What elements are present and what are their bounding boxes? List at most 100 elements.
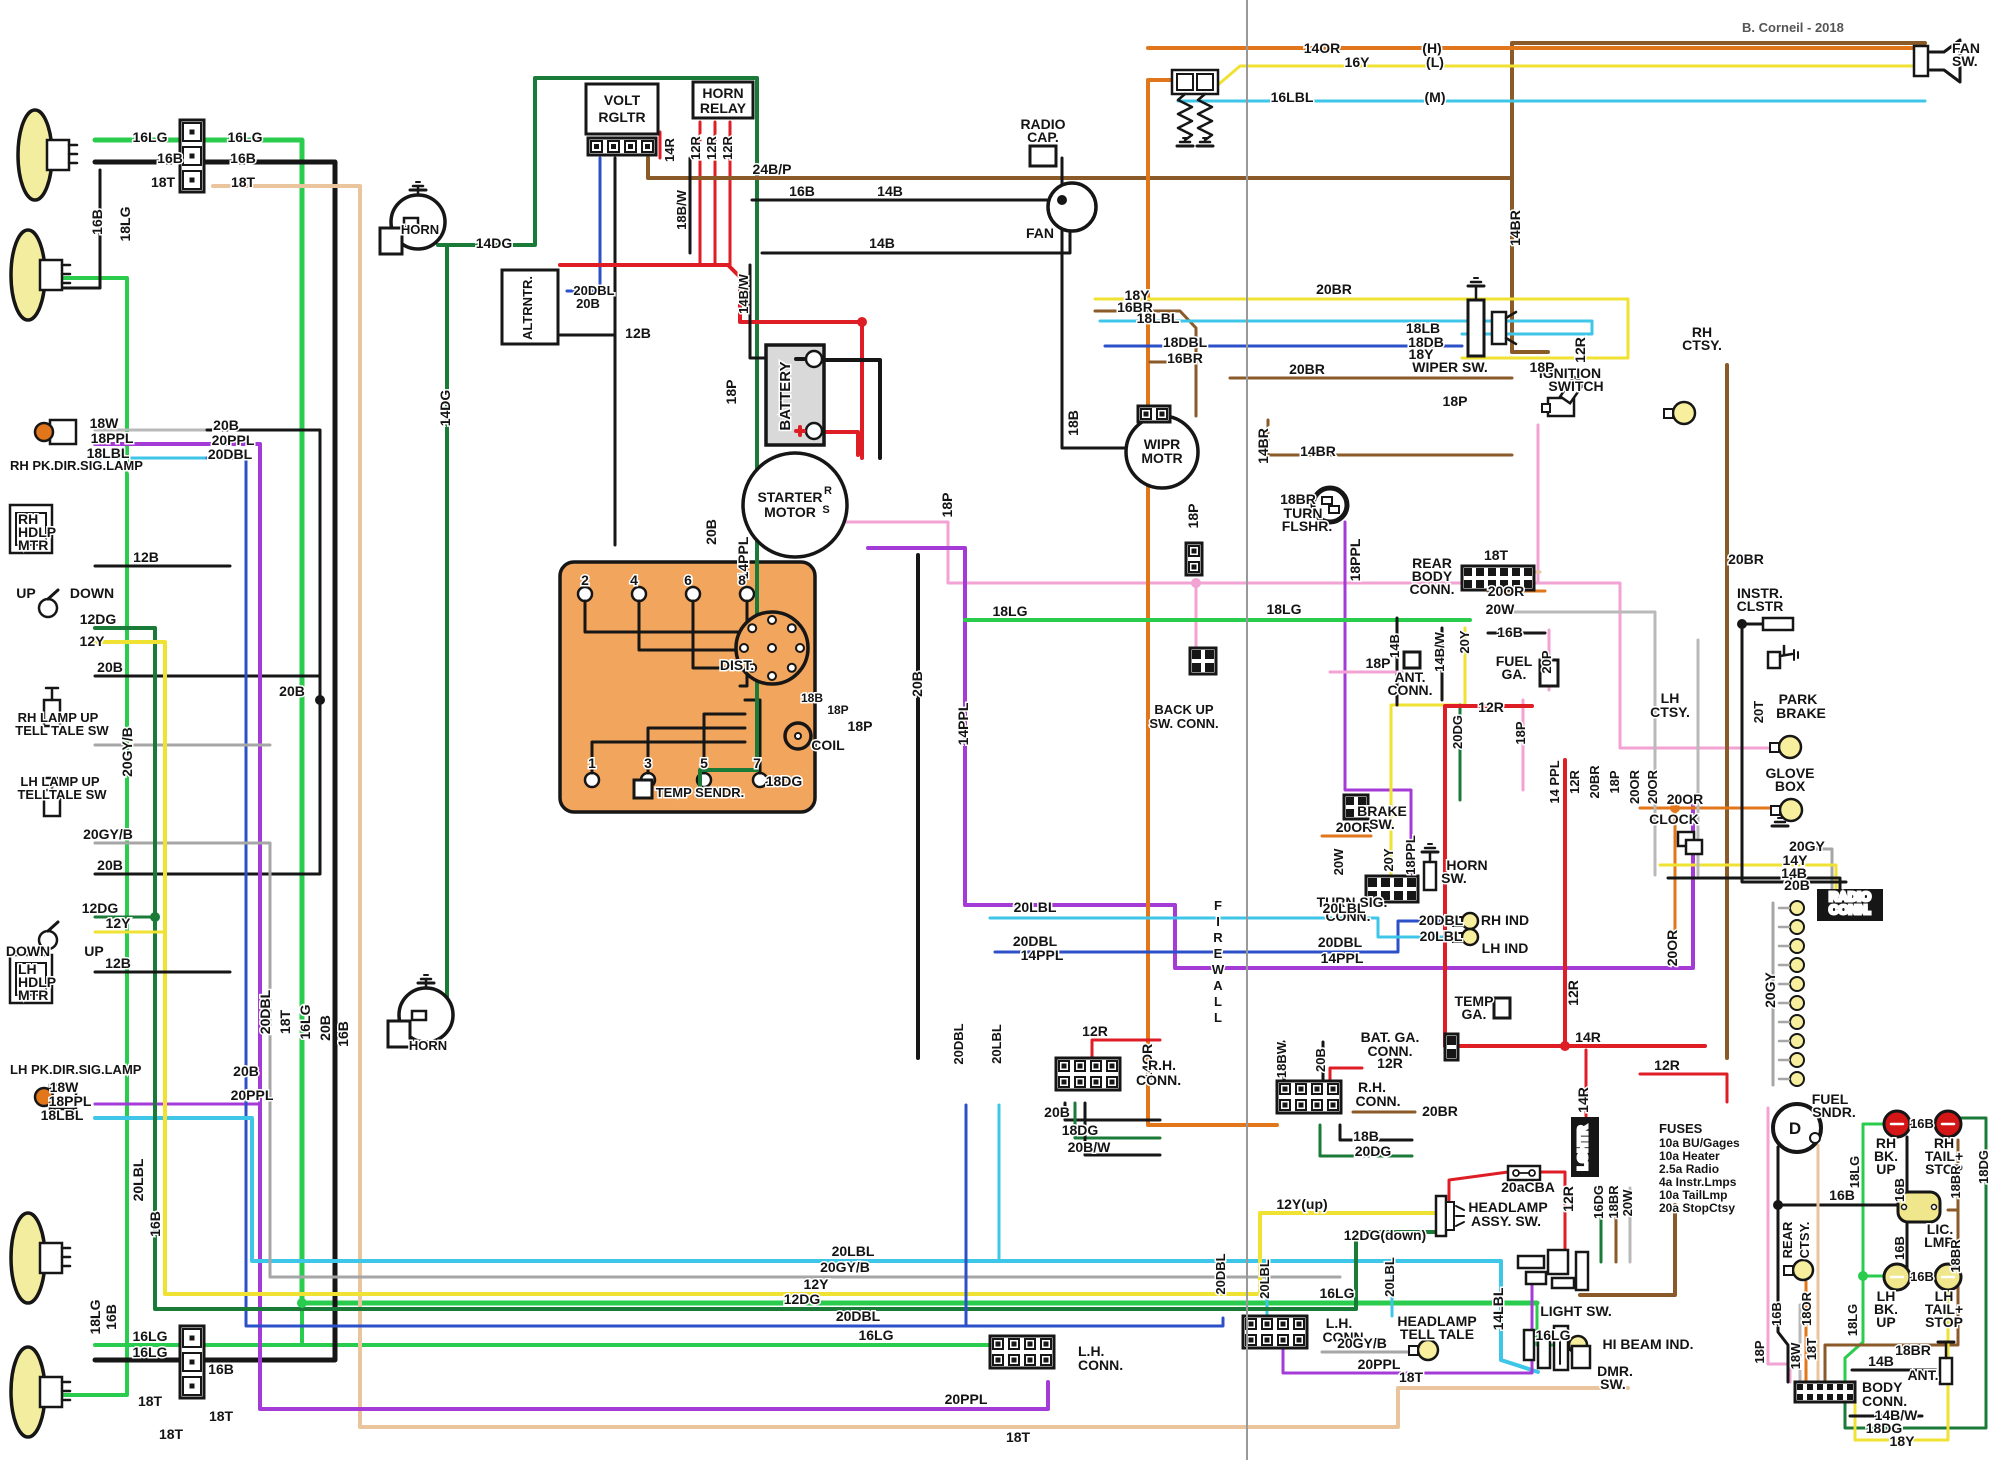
wire-lg: [1861, 1122, 1892, 1278]
wire-label: 18LG: [87, 1299, 103, 1334]
wire-label: 20B: [576, 296, 600, 311]
wire-label: 18Y: [1409, 346, 1435, 362]
wire-label: LIGHT SW.: [1540, 1303, 1612, 1319]
wire-label: 16B: [103, 1304, 119, 1330]
wire-label: 14DG: [437, 390, 453, 427]
wire-p: [843, 423, 1540, 585]
wire-br: [1266, 418, 1514, 457]
wire-label: ALTRNTR.: [520, 276, 535, 340]
wire-label: 20W: [1486, 601, 1516, 617]
wire-label: 20PPL: [1358, 1356, 1401, 1372]
wire-label: 20B/W: [1068, 1139, 1112, 1155]
wire-label: 18T: [159, 1426, 184, 1442]
wire-label: 14PPL: [955, 702, 971, 745]
wire-b: [92, 159, 338, 1363]
wire-label: 10a Heater: [1659, 1149, 1720, 1163]
wire-label: 12Y(up): [1276, 1196, 1327, 1212]
wire-label: 20LBL: [989, 1024, 1004, 1064]
wire-label: CONN.: [1862, 1393, 1907, 1409]
wire-label: 18P: [1366, 655, 1391, 671]
wire-label: LH: [1661, 690, 1680, 706]
wire-label: 20GY/B: [119, 727, 135, 777]
wire-label: COIL: [811, 737, 845, 753]
wire-label: 16B: [335, 1021, 351, 1047]
wire-label: 14B: [1868, 1353, 1894, 1369]
wire-label: 16B: [147, 1211, 163, 1237]
wire-label: 20B: [1784, 877, 1810, 893]
wire-label: 12DG: [80, 611, 117, 627]
wire-label: 18T: [231, 174, 256, 190]
wire-label: SNDR.: [1812, 1104, 1856, 1120]
wire-br: [646, 156, 1514, 180]
wire-label: 14PPL: [735, 536, 751, 579]
wire-label: 18BR: [1280, 491, 1316, 507]
wire-r: [1538, 1170, 1567, 1260]
wire-label: 12Y: [804, 1276, 830, 1292]
wire-label: 16B: [1910, 1269, 1934, 1284]
wire-label: 18BR: [1948, 1165, 1963, 1199]
wire-label: WIPER SW.: [1412, 359, 1487, 375]
wire-label: 20BR: [1728, 551, 1764, 567]
wire-label: DIST.: [720, 657, 754, 673]
wire-label: 12R: [704, 135, 719, 159]
wire-p: [1766, 1106, 1792, 1384]
wire-label: 16B: [1892, 1236, 1907, 1260]
wire-label: GA.: [1502, 666, 1527, 682]
wire-label: 20DBL: [573, 283, 614, 298]
wire-label: 20P: [1539, 650, 1554, 673]
wire-label: 16B: [1892, 1178, 1907, 1202]
wire-label: 16LG: [858, 1327, 893, 1343]
wire-label: 14PPL: [1321, 950, 1364, 966]
wire-label: 20B: [1313, 1048, 1328, 1072]
wire-label: RH: [18, 511, 38, 527]
wire-br: [1510, 41, 1927, 354]
wire-gy: [1788, 847, 1834, 892]
wire-label: 20BR: [1289, 361, 1325, 377]
wire-label: 18B: [801, 691, 823, 705]
wire-label: 18B/W: [674, 189, 689, 229]
wire-label: HORN: [409, 1038, 447, 1053]
wire-label: FAN: [1026, 225, 1054, 241]
wire-label: (H): [1422, 40, 1441, 56]
wire-label: 20B: [213, 417, 239, 433]
wire-label: LH: [18, 961, 37, 977]
wire-label: 16LG: [297, 1004, 313, 1039]
wire-label: 12R: [1560, 1186, 1576, 1212]
wire-label: 20W: [1331, 848, 1346, 875]
wire-label: 4a Instr.Lmps: [1659, 1175, 1737, 1189]
wire-label: 18T: [1804, 1338, 1819, 1360]
wire-label: CTSY.: [1650, 704, 1690, 720]
wire-label: FUSES: [1659, 1121, 1703, 1136]
wire-label: 14R: [1575, 1029, 1601, 1045]
wire-label: LH IND: [1482, 940, 1529, 956]
wire-label: 20DG: [1450, 715, 1465, 749]
wire-label: LH PK.DIR.SIG.LAMP: [10, 1062, 142, 1077]
wire-label: ANT.: [1394, 669, 1425, 685]
wire-y: [1210, 64, 1927, 92]
wire-label: (M): [1425, 89, 1446, 105]
wire-label: STARTER: [757, 489, 822, 505]
wire-label: CONN.: [1355, 1093, 1400, 1109]
wire-label: LIC.: [1927, 1221, 1953, 1237]
wire-label: 18PPL: [91, 430, 134, 446]
wire-label: 18LG: [1845, 1304, 1860, 1337]
wire-label: 18B: [1353, 1128, 1379, 1144]
wire-label: 18T: [277, 1009, 293, 1034]
wire-label: CONN.: [1367, 1043, 1412, 1059]
wire-label: DMR.: [1597, 1363, 1633, 1379]
wire-label: 18DBL: [1163, 334, 1208, 350]
wire-label: 20LBL: [1257, 1259, 1272, 1299]
wire-t: [211, 184, 1630, 1429]
wire-label: 18LG: [1266, 601, 1301, 617]
wire-label: 20DBL: [836, 1308, 881, 1324]
wire-label: 20PPL: [231, 1087, 274, 1103]
wire-label: 16B: [208, 1361, 234, 1377]
wire-label: 10a TailLmp: [1659, 1188, 1727, 1202]
wire-label: RGLTR: [598, 109, 645, 125]
wire-label: WIPR: [1144, 436, 1181, 452]
wire-r: [1443, 704, 1534, 1048]
wire-label: LMP.: [1924, 1234, 1956, 1250]
wire-label: BACK UP: [1154, 702, 1214, 717]
wire-gy: [93, 841, 1342, 1279]
wire-label: CONN.: [1829, 902, 1871, 917]
